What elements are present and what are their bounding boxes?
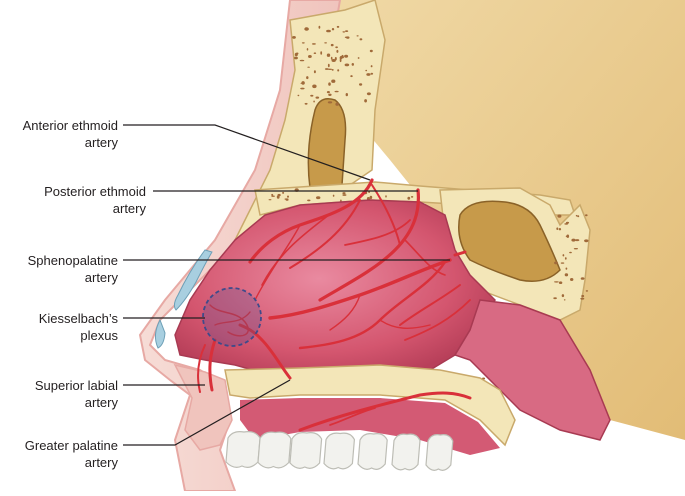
- artery-branch: [379, 319, 431, 329]
- label-kiesselbachs-line1: Kiesselbach’s: [38, 311, 118, 326]
- hard-palate: [224, 364, 516, 447]
- nasal-cartilage: [173, 249, 213, 311]
- label-superior-labial-line1: Superior labial: [34, 378, 118, 393]
- artery-branch: [399, 284, 461, 326]
- sphenoid-sinus: [458, 200, 561, 282]
- label-superior-labial-artery: Superior labial artery: [0, 377, 118, 411]
- artery-branch: [298, 391, 472, 432]
- label-anterior-ethmoid-line2: artery: [84, 135, 118, 150]
- label-anterior-ethmoid-line1: Anterior ethmoid: [22, 118, 118, 133]
- nasal-mucosa: [174, 199, 497, 376]
- frontal-sinus: [307, 98, 347, 189]
- artery-branch: [214, 311, 251, 326]
- tooth: [323, 432, 356, 470]
- label-kiesselbachs-plexus: Kiesselbach’s plexus: [0, 310, 118, 344]
- label-greater-palatine-line2: artery: [84, 455, 118, 470]
- kiesselbachs-plexus-circle: [202, 287, 262, 347]
- artery-branch: [404, 239, 446, 276]
- label-anterior-ethmoid-artery: Anterior ethmoid artery: [0, 117, 118, 151]
- tooth: [425, 434, 454, 471]
- tooth: [289, 432, 323, 469]
- artery-branch: [404, 299, 471, 341]
- alar-cartilage: [154, 318, 166, 349]
- arterial-network: [196, 178, 472, 432]
- artery-branch: [289, 199, 361, 269]
- artery-branch: [329, 407, 376, 426]
- label-sphenopalatine-line2: artery: [84, 270, 118, 285]
- teeth: [225, 431, 454, 471]
- leader-greater-palatine: [123, 379, 291, 446]
- label-kiesselbachs-line2: plexus: [80, 328, 118, 343]
- artery-branch: [209, 304, 249, 337]
- leader-lines: [123, 124, 450, 446]
- label-posterior-ethmoid-line2: artery: [112, 201, 146, 216]
- artery-branch: [261, 213, 331, 286]
- tooth: [391, 433, 421, 471]
- artery-branch: [208, 338, 217, 392]
- artery-branch: [344, 219, 411, 246]
- tooth: [225, 431, 261, 468]
- label-superior-labial-line2: artery: [84, 395, 118, 410]
- label-sphenopalatine-artery: Sphenopalatine artery: [0, 252, 118, 286]
- label-posterior-ethmoid-line1: Posterior ethmoid: [44, 184, 146, 199]
- label-greater-palatine-artery: Greater palatine artery: [0, 437, 118, 471]
- artery-branch: [318, 188, 420, 302]
- artery-branch: [254, 224, 301, 301]
- label-sphenopalatine-line1: Sphenopalatine: [27, 253, 118, 268]
- artery-branch: [453, 250, 467, 257]
- artery-branch: [196, 344, 206, 393]
- label-posterior-ethmoid-artery: Posterior ethmoid artery: [0, 183, 146, 217]
- leader-anterior-ethmoid: [123, 124, 371, 181]
- nasopharynx: [453, 299, 611, 441]
- label-greater-palatine-line1: Greater palatine: [24, 438, 118, 453]
- artery-branch: [238, 323, 292, 380]
- tooth: [357, 433, 388, 470]
- tooth: [257, 431, 292, 469]
- artery-branch: [329, 294, 361, 331]
- upper-lip: [173, 363, 233, 451]
